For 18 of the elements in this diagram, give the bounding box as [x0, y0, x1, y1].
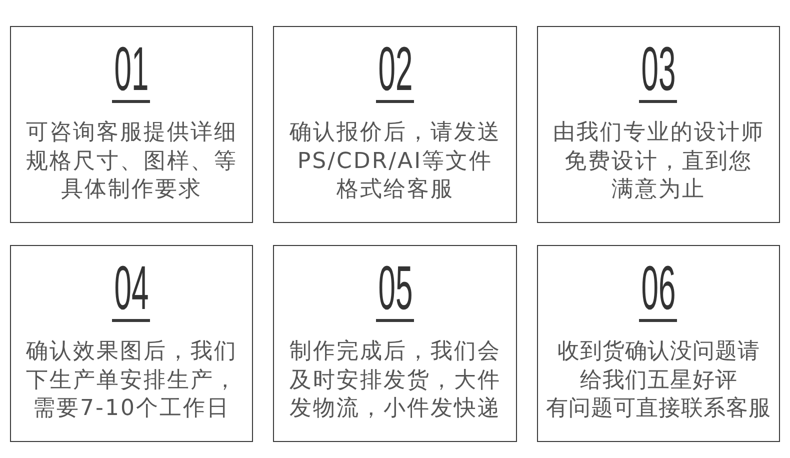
- step-description: 由我们专业的设计师免费设计，直到您满意为止: [552, 119, 764, 204]
- step-description: 制作完成后，我们会及时安排发货，大件发物流，小件发快递: [289, 338, 501, 423]
- step-description: 确认效果图后，我们下生产单安排生产，需要7-10个工作日: [26, 338, 238, 423]
- step-box: [537, 26, 780, 223]
- step-box: [537, 245, 780, 442]
- step-number: 05: [378, 266, 412, 312]
- step-description: 确认报价后，请发送PS/CDR/AI等文件格式给客服: [289, 119, 501, 204]
- step-description: 收到货确认没问题请给我们五星好评有问题可直接联系客服: [546, 338, 771, 423]
- step-box: [10, 26, 253, 223]
- step-number: 02: [378, 47, 412, 93]
- step-number: 03: [641, 47, 676, 93]
- step-number: 06: [641, 266, 676, 312]
- step-box: [10, 245, 253, 442]
- step-number: 04: [114, 266, 149, 312]
- step-box: [273, 245, 517, 442]
- step-description: 可咨询客服提供详细规格尺寸、图样、等具体制作要求: [26, 119, 238, 204]
- step-number: 01: [114, 47, 149, 93]
- step-box: [273, 26, 517, 223]
